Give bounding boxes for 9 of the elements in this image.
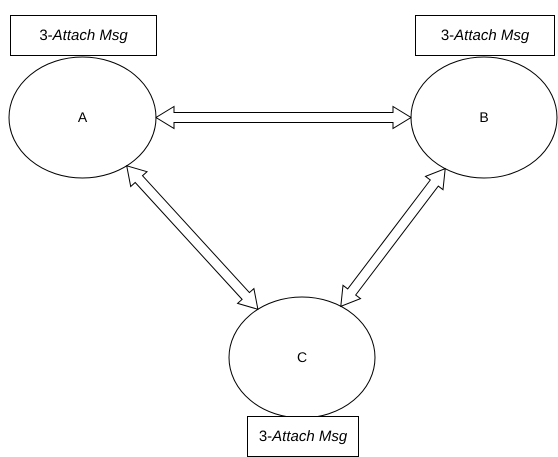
node-label: B (479, 108, 489, 127)
message-label: 3-Attach Msg (39, 26, 128, 44)
double-headed-block-arrow (155, 106, 412, 130)
double-headed-block-arrow (340, 168, 446, 308)
message-label: 3-Attach Msg (440, 26, 530, 44)
double-headed-block-arrow (126, 165, 259, 310)
message-label: 3-Attach Msg (258, 428, 348, 446)
node-label: C (296, 348, 308, 367)
node-label: A (78, 108, 88, 127)
